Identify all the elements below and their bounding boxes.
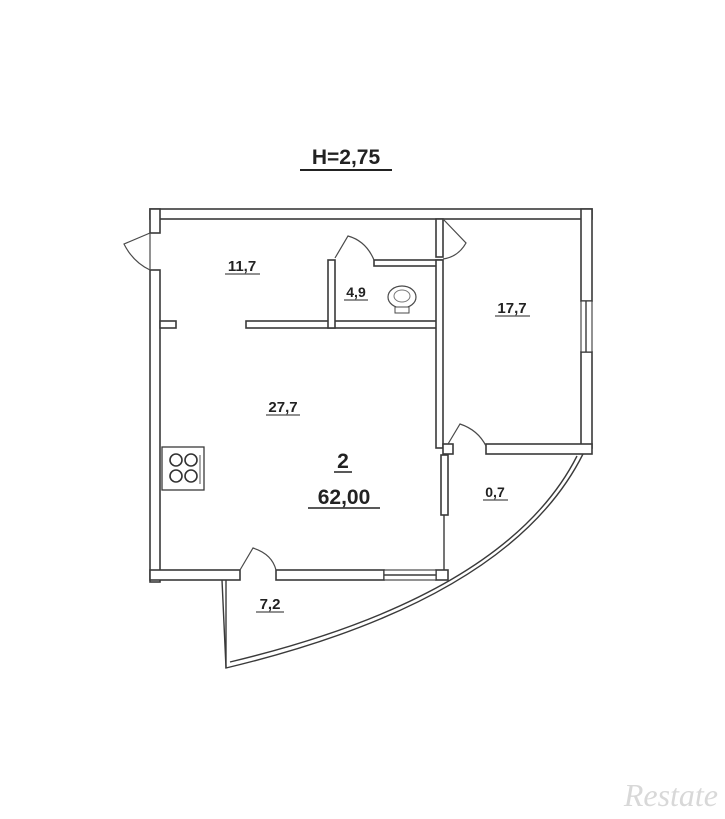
interior-walls — [159, 218, 454, 570]
ceiling-height-label: H=2,75 — [312, 146, 381, 169]
balcony-outline — [221, 453, 584, 669]
hall-area-label: 11,7 — [228, 258, 256, 275]
windows — [383, 300, 593, 581]
outer-walls — [149, 208, 593, 583]
toilet-icon — [387, 285, 417, 314]
bathroom-area-label: 4,9 — [346, 284, 366, 300]
doors — [123, 218, 487, 571]
stove-icon — [161, 446, 205, 491]
total-area-label: 62,00 — [318, 486, 371, 509]
living-area-label: 27,7 — [268, 399, 297, 416]
apartment-number: 2 — [337, 450, 349, 473]
balcony-area-label: 7,2 — [260, 596, 281, 613]
storage-area-label: 0,7 — [485, 484, 505, 500]
watermark: Restate — [623, 777, 718, 813]
bedroom-area-label: 17,7 — [497, 300, 526, 317]
